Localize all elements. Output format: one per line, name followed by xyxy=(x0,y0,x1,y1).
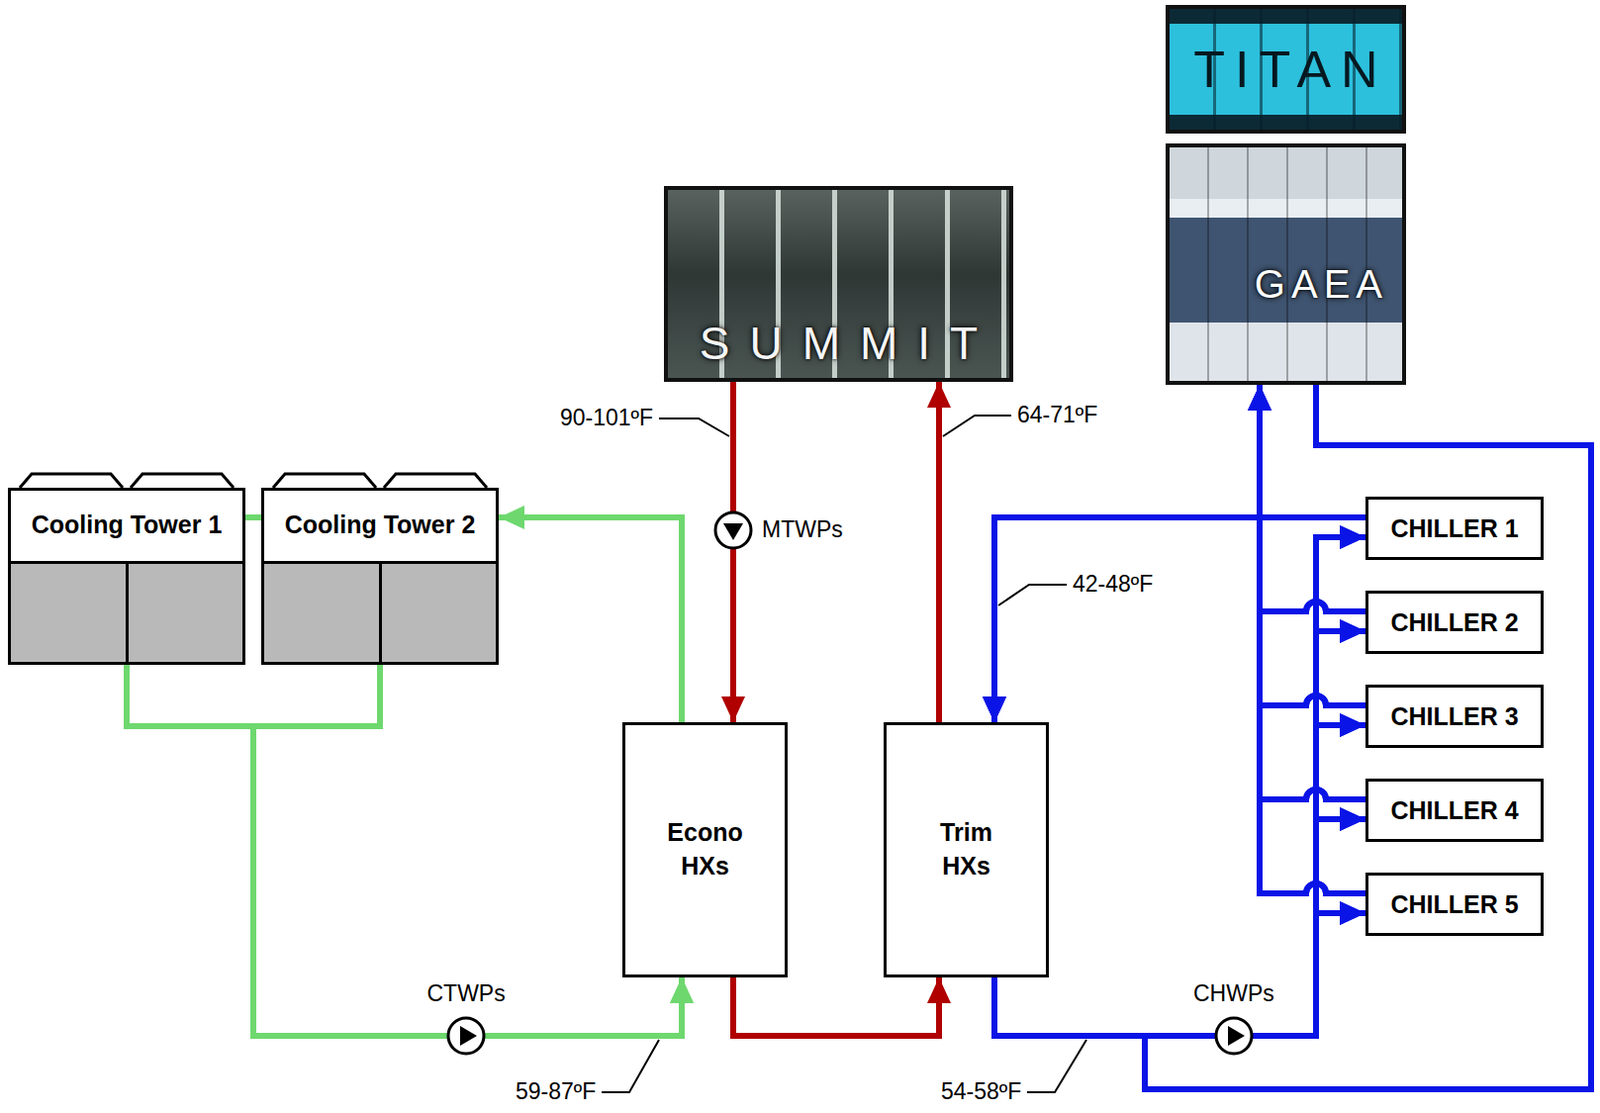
pipe-connector xyxy=(1144,384,1592,1090)
pipe-connector xyxy=(994,517,1366,800)
pipe-connector xyxy=(126,664,682,1036)
tower-roof xyxy=(19,473,234,488)
node-label: CHILLER 2 xyxy=(1390,608,1518,638)
temperature-label: 54-58ºF xyxy=(941,1078,1022,1107)
pump-arrow xyxy=(460,1026,477,1046)
supercomputer-photo: SUMMIT xyxy=(663,186,1014,382)
pump-arrow xyxy=(723,523,744,541)
chiller-box: CHILLER 1 xyxy=(1365,496,1544,561)
heat-exchanger-box: Econo HXs xyxy=(622,722,788,978)
chiller-box: CHILLER 5 xyxy=(1365,872,1544,937)
leader-line xyxy=(998,584,1067,606)
pipe-connector xyxy=(1259,384,1366,518)
pipe-connector xyxy=(994,517,1366,723)
node-label: CHILLER 3 xyxy=(1390,702,1518,732)
pipe-connector xyxy=(994,517,1366,894)
pipe-connector xyxy=(994,819,1366,1036)
supercomputer-photo: TITAN xyxy=(1165,4,1407,134)
temperature-label: 59-87ºF xyxy=(515,1078,596,1107)
pipe-connector xyxy=(730,381,737,723)
pipe-group xyxy=(126,381,1592,1090)
node-label: CHILLER 1 xyxy=(1390,514,1518,544)
pipe-connector xyxy=(245,514,262,521)
pipe-connector xyxy=(1144,384,1592,1090)
pump-symbol xyxy=(1216,1018,1252,1054)
node-label: TITAN xyxy=(1183,39,1388,99)
leader-line xyxy=(942,415,1012,437)
supercomputer-photo: GAEA xyxy=(1165,143,1407,385)
temperature-label: 64-71ºF xyxy=(1017,401,1098,430)
pump-arrow xyxy=(1227,1026,1245,1046)
node-label: SUMMIT xyxy=(679,316,998,371)
temperature-label: 42-48ºF xyxy=(1072,570,1153,599)
temperature-label: CTWPs xyxy=(427,980,506,1009)
node-label: GAEA xyxy=(1248,262,1389,307)
pipe-connector xyxy=(1259,384,1366,706)
pipe-connector xyxy=(936,381,942,723)
node-label: CHILLER 5 xyxy=(1390,890,1518,920)
pipe-connector xyxy=(498,517,682,723)
node-label: CHILLER 4 xyxy=(1390,796,1518,826)
pipe-connector xyxy=(1144,384,1592,1090)
pipe-connector xyxy=(1144,384,1592,1090)
node-label: Cooling Tower 1 xyxy=(31,490,223,559)
heat-exchanger-box: Trim HXs xyxy=(883,722,1049,978)
leader-line xyxy=(658,418,730,437)
chiller-box: CHILLER 4 xyxy=(1365,778,1544,843)
pipe-connector xyxy=(994,631,1366,1036)
pipe-connector xyxy=(253,664,682,1036)
tower-roof xyxy=(273,473,487,488)
node-label: Cooling Tower 2 xyxy=(284,490,476,559)
node-label: Econo HXs xyxy=(666,816,743,884)
pipe-connector xyxy=(994,517,1366,723)
pipe-connector xyxy=(1144,384,1592,1090)
chiller-box: CHILLER 2 xyxy=(1365,590,1544,655)
pipe-connector xyxy=(994,537,1366,1036)
node-label: Trim HXs xyxy=(940,816,993,884)
cooling-tower: Cooling Tower 2 xyxy=(261,487,499,665)
temperature-label: MTWPs xyxy=(761,516,844,545)
pipe-connector xyxy=(994,913,1366,1036)
pump-symbol xyxy=(715,512,752,549)
temperature-label: CHWPs xyxy=(1193,980,1275,1009)
pipe-connector xyxy=(1259,384,1366,612)
leader-line xyxy=(1027,1039,1087,1093)
temperature-label: 90-101ºF xyxy=(560,404,654,433)
pipe-connector xyxy=(994,725,1366,1036)
pipe-connector xyxy=(994,517,1366,723)
pump-symbol xyxy=(448,1018,484,1054)
chiller-box: CHILLER 3 xyxy=(1365,684,1544,749)
leader-line xyxy=(601,1039,659,1093)
pipe-connector xyxy=(733,977,940,1036)
cooling-tower: Cooling Tower 1 xyxy=(7,487,246,665)
